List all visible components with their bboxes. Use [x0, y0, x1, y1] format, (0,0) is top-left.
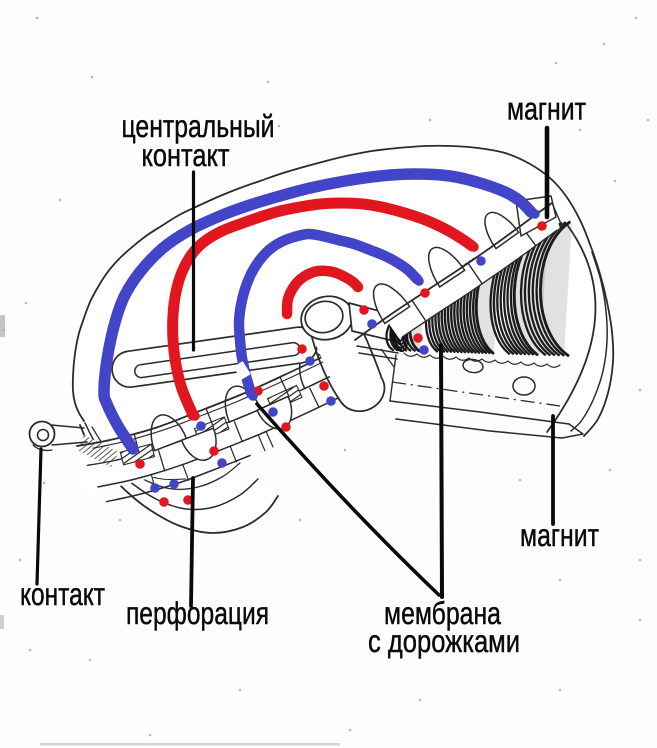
svg-text:контакт: контакт: [142, 137, 230, 173]
svg-text:центральный: центральный: [122, 108, 275, 144]
svg-text:мембрана: мембрана: [384, 595, 501, 631]
svg-text:с дорожками: с дорожками: [368, 623, 520, 659]
svg-text:перфорация: перфорация: [126, 595, 269, 631]
svg-text:магнит: магнит: [520, 517, 599, 553]
svg-text:контакт: контакт: [20, 576, 105, 612]
svg-text:магнит: магнит: [507, 91, 586, 127]
